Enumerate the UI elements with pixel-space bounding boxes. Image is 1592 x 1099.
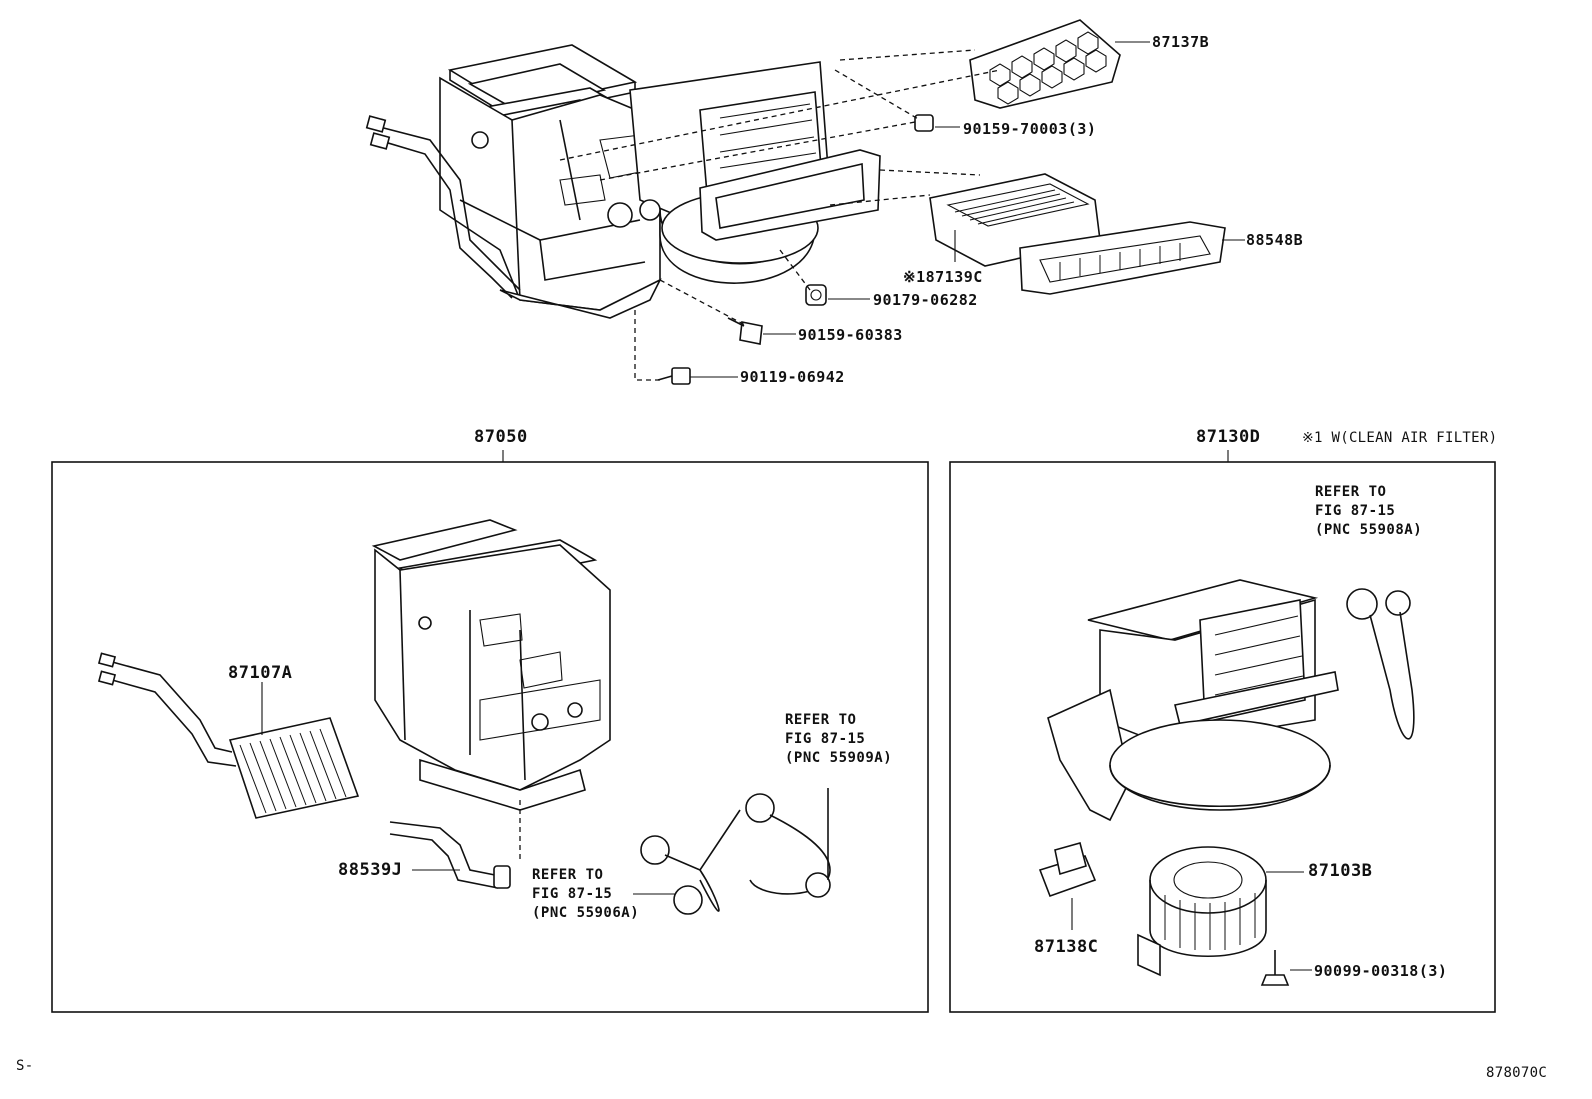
ref-55906A-line1: REFER TO [532, 867, 604, 883]
footer-figure-code: 878070C [1486, 1065, 1548, 1081]
blower-motor-87103B [1137, 846, 1304, 977]
drain-hose-88539J [389, 800, 521, 889]
ref-55906A-line3: (PNC 55906A) [532, 905, 640, 921]
ref-55909A-line1: REFER TO [785, 712, 857, 728]
honeycomb-filter-87137B [969, 19, 1150, 109]
blower-unit-87130D [1047, 579, 1339, 822]
bolt-90159-70003 [914, 114, 960, 132]
subassembly-87130D-box [949, 461, 1496, 1013]
screw-90119-06942 [657, 367, 738, 385]
dashed-leaders-top [559, 49, 1001, 381]
label-90159-70003: 90159-70003(3) [963, 120, 1097, 138]
label-90179-06282: 90179-06282 [873, 291, 978, 309]
label-87050: 87050 [474, 427, 528, 447]
label-87138C: 87138C [1034, 937, 1099, 957]
filter-frame-88548B [1019, 221, 1245, 295]
refer-to-55908A: REFER TO FIG 87-15 (PNC 55908A) [1315, 483, 1422, 540]
resistor-87138C [1038, 842, 1097, 930]
top-heater-blower-assembly [365, 44, 881, 319]
footer-left-code: S- [16, 1058, 34, 1074]
clean-air-filter-note: ※1 W(CLEAN AIR FILTER) [1302, 430, 1498, 446]
refer-to-55909A: REFER TO FIG 87-15 (PNC 55909A) [785, 711, 892, 768]
ref-55909A-line2: FIG 87-15 [785, 731, 866, 747]
ref-55909A-line3: (PNC 55909A) [785, 750, 893, 766]
screw-90159-60383 [727, 317, 796, 345]
heater-unit-87050 [371, 519, 611, 811]
label-87137B: 87137B [1152, 33, 1210, 51]
ref-55908A-line3: (PNC 55908A) [1315, 522, 1423, 538]
ref-55908A-line2: FIG 87-15 [1315, 503, 1396, 519]
servo-harness-55906A-55909A [633, 788, 831, 915]
label-90119-06942: 90119-06942 [740, 368, 845, 386]
label-90099-00318: 90099-00318(3) [1314, 962, 1448, 980]
label-87103B: 87103B [1308, 861, 1373, 881]
subassembly-87050-box [51, 461, 929, 1013]
label-87139C: ※187139C [903, 268, 983, 286]
label-87130D: 87130D [1196, 427, 1261, 447]
ref-55908A-line1: REFER TO [1315, 484, 1387, 500]
harness-55908A [1346, 588, 1415, 740]
ref-55906A-line2: FIG 87-15 [532, 886, 613, 902]
label-87107A: 87107A [228, 663, 293, 683]
label-88539J: 88539J [338, 860, 403, 880]
label-88548B: 88548B [1246, 231, 1304, 249]
screw-90099-00318 [1260, 950, 1312, 986]
nut-90179-06282 [805, 284, 870, 306]
heater-core-87107A [97, 652, 360, 819]
refer-to-55906A: REFER TO FIG 87-15 (PNC 55906A) [532, 866, 639, 923]
label-90159-60383: 90159-60383 [798, 326, 903, 344]
